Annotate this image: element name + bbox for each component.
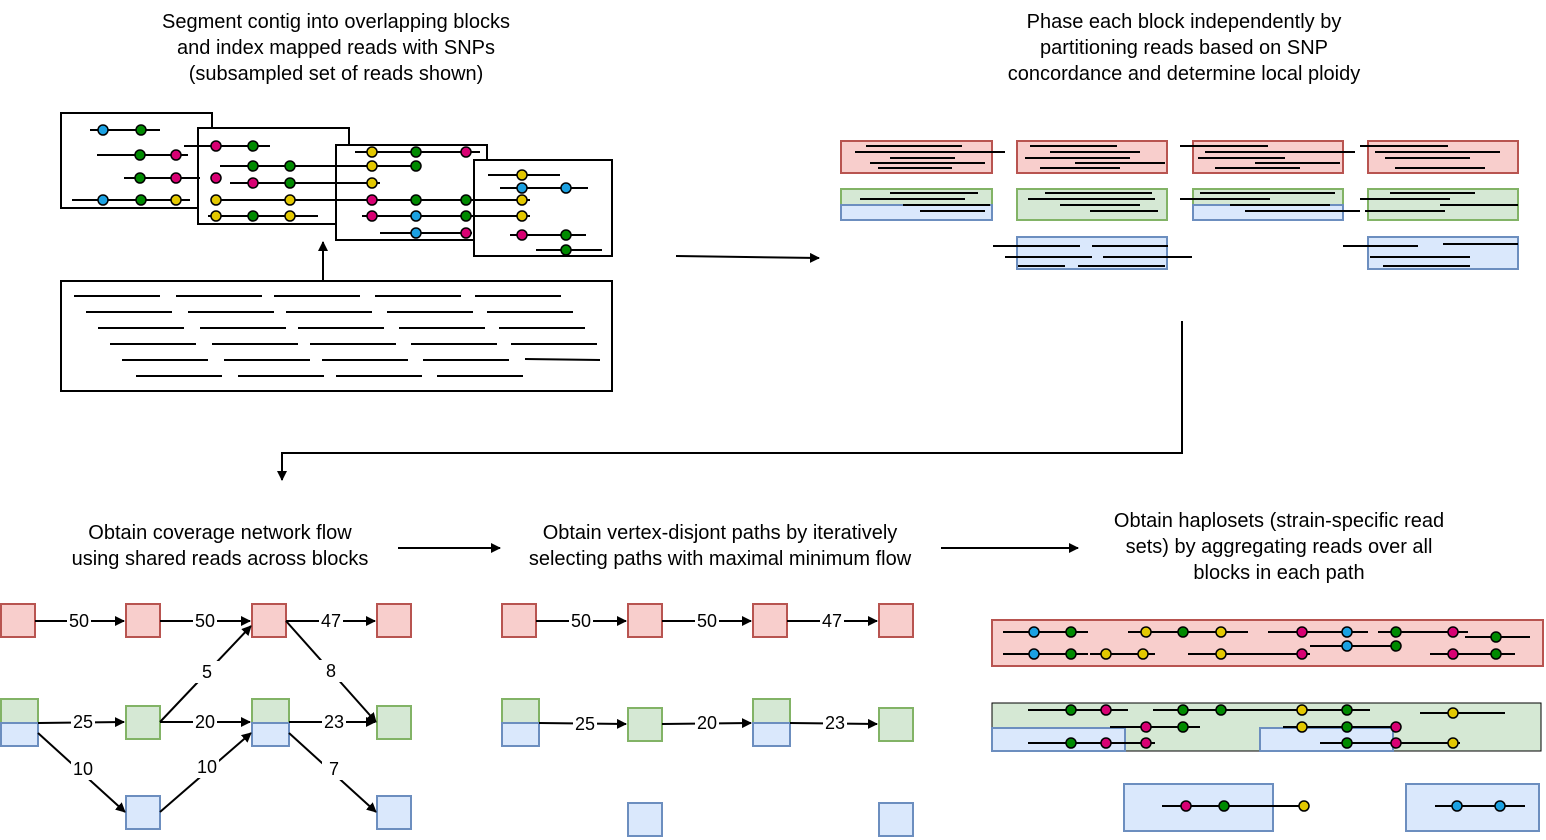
edge-label-bg xyxy=(319,610,343,632)
blue-partitions xyxy=(840,204,1519,270)
step-segment-caption: Segment contig into overlapping blocks a… xyxy=(162,11,510,85)
node-r4 xyxy=(878,603,914,638)
edge-label-g2-gb3: 20 xyxy=(195,712,215,732)
edge-label-bg xyxy=(820,610,844,632)
edge-label-bg xyxy=(319,660,343,682)
edge-label-bg xyxy=(193,610,217,632)
node-g3 xyxy=(752,698,791,724)
node-b3 xyxy=(251,722,290,747)
node-g2 xyxy=(627,707,663,742)
haplosets-panel xyxy=(991,619,1544,832)
node-g2 xyxy=(125,705,161,740)
unphased-reads xyxy=(74,295,601,377)
node-g4 xyxy=(376,705,412,740)
snp-markers xyxy=(97,124,572,256)
haploset-red xyxy=(991,619,1544,667)
node-g3 xyxy=(251,698,290,724)
step-phase-caption: Phase each block independently by partit… xyxy=(1007,11,1361,85)
node-r4 xyxy=(376,603,412,638)
step-haplosets-caption: Obtain haplosets (strain-specific read s… xyxy=(1113,510,1445,584)
edge-label-g2-r3: 5 xyxy=(202,662,212,682)
step-flow-caption: Obtain coverage network flow using share… xyxy=(71,522,369,570)
path-network: 50 50 47 25 20 23 xyxy=(501,603,914,837)
edge-label-bg xyxy=(695,610,719,632)
step-paths-caption: Obtain vertex-disjont paths by iterative… xyxy=(528,522,912,570)
edge-label-gb1-b2: 10 xyxy=(73,759,93,779)
edge-label-gb1-g2: 25 xyxy=(73,712,93,732)
edge-label-r3-r4: 47 xyxy=(822,611,842,631)
edge-label-b2-gb3: 10 xyxy=(197,757,217,777)
arrow-phase-to-flow xyxy=(277,321,1183,481)
edge-label-bg xyxy=(67,610,91,632)
node-r1 xyxy=(501,603,537,638)
edge-label-r2-r3: 50 xyxy=(697,611,717,631)
edge-label-bg xyxy=(71,711,95,733)
haploset-blue-part xyxy=(991,727,1126,752)
node-g4 xyxy=(878,707,914,742)
node-b1 xyxy=(0,722,39,747)
node-g1 xyxy=(0,698,39,724)
node-g1 xyxy=(501,698,540,724)
node-b2 xyxy=(125,795,161,830)
node-r2 xyxy=(627,603,663,638)
edge-label-bg xyxy=(573,713,597,735)
node-r3 xyxy=(251,603,287,638)
edge-label-bg xyxy=(195,661,219,683)
phased-blocks-panel xyxy=(840,140,1519,270)
node-b1 xyxy=(501,722,540,747)
node-r2 xyxy=(125,603,161,638)
node-b4 xyxy=(878,802,914,837)
edge-label-gb1-g2: 25 xyxy=(575,714,595,734)
node-b3 xyxy=(752,722,791,747)
edge-label-bg xyxy=(695,712,719,734)
edge-label-gb3-b4: 7 xyxy=(329,759,339,779)
edge-label-bg xyxy=(823,712,847,734)
haploset-blue xyxy=(1123,783,1274,832)
haploset-blue-part xyxy=(1259,727,1394,752)
edge-label-r1-r2: 50 xyxy=(69,611,89,631)
haploset-blue xyxy=(1405,783,1540,832)
edge-label-r2-r3: 50 xyxy=(195,611,215,631)
edge-label-bg xyxy=(193,711,217,733)
edge-label-g2-gb3: 20 xyxy=(697,713,717,733)
node-b2 xyxy=(627,802,663,837)
node-r3 xyxy=(752,603,788,638)
flow-network: 50 50 47 25 10 5 20 10 8 23 7 xyxy=(0,603,412,830)
edge-label-bg xyxy=(322,758,346,780)
edge-label-bg xyxy=(322,711,346,733)
edge-label-gb3-g4: 23 xyxy=(825,713,845,733)
edge-label-r3-r4: 47 xyxy=(321,611,341,631)
edge-label-bg xyxy=(569,610,593,632)
edge-label-r3-g4: 8 xyxy=(326,661,336,681)
edge-label-gb3-g4: 23 xyxy=(324,712,344,732)
contig-reads-panel xyxy=(60,112,613,392)
node-b4 xyxy=(376,795,412,830)
edge-label-bg xyxy=(71,758,95,780)
node-r1 xyxy=(0,603,36,638)
edge-label-r1-r2: 50 xyxy=(571,611,591,631)
edge-label-bg xyxy=(195,756,219,778)
arrow-segment-to-phase xyxy=(675,252,820,263)
phased-reads xyxy=(855,145,1518,267)
